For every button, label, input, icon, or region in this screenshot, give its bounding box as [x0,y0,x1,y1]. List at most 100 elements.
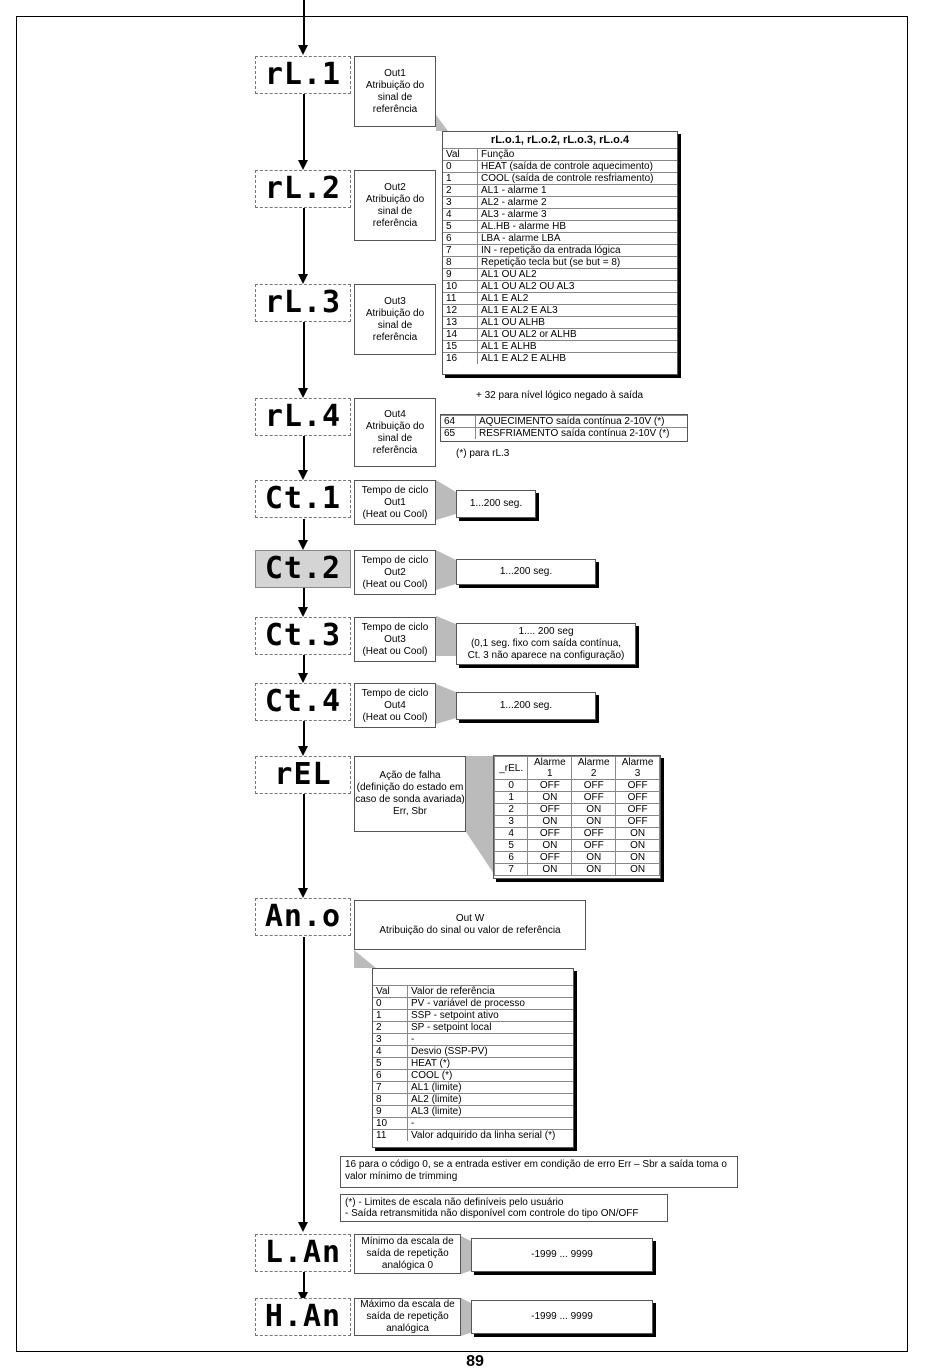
header-cell: Alarme 2 [571,756,617,780]
page-frame [16,16,908,1352]
table-cell: ON [615,851,660,864]
value-ct4: 1...200 seg. [456,692,596,720]
table-cell: 5 [373,1057,408,1070]
table-cell: 9 [443,268,478,281]
rlo-table-title: rL.o.1, rL.o.2, rL.o.3, rL.o.4 [490,134,630,146]
table-cell: 16 [443,352,478,364]
flow-arrow [298,540,308,550]
table-cell: OFF [571,827,617,840]
table-cell: 0 [373,997,408,1010]
table-cell: OFF [527,851,573,864]
table-header-row: Val Função [443,148,677,161]
flow-arrow [298,673,308,683]
table-cell: Repetição tecla but (se but = 8) [477,256,677,269]
table-cell: 3 [373,1033,408,1046]
flow-line [303,436,305,470]
table-cell: 64 [441,415,476,428]
display-rl4: rL.4 [255,398,351,436]
table-cell: AL1 OU AL2 OU AL3 [477,280,677,293]
table-cell: 6 [443,232,478,245]
flow-line [303,1272,305,1294]
flow-arrow [298,45,308,55]
table-row: 3- [373,1033,573,1046]
table-cell: HEAT (saída de controle aquecimento) [477,160,677,173]
table-cell: AL1 (limite) [407,1081,573,1094]
table-cell: ON [527,815,573,828]
label-ct2: Tempo de ciclo Out2 (Heat ou Cool) [354,550,436,595]
table-cell: 7 [373,1081,408,1094]
label-text: Out2 Atribuição do sinal de referência [365,181,425,229]
table-cell: SP - setpoint local [407,1021,573,1034]
flow-arrow [298,1222,308,1232]
connector-wedge [436,115,448,131]
table-cell: RESFRIAMENTO saída contínua 2-10V (*) [475,427,687,439]
table-cell: AL.HB - alarme HB [477,220,677,233]
table-cell: 1 [493,791,529,804]
table-cell: ON [571,851,617,864]
table-cell: AL1 E ALHB [477,340,677,353]
table-cell: - [407,1033,573,1046]
display-ct4: Ct.4 [255,683,351,721]
label-text: Out4 Atribuição do sinal de referência [365,408,425,456]
table-cell: 4 [443,208,478,221]
flow-line [303,208,305,276]
table-cell: OFF [527,779,573,792]
flow-arrow [298,746,308,756]
flow-arrow [298,470,308,480]
table-cell: 14 [443,328,478,341]
table-cell: 3 [493,815,529,828]
table-cell: AL2 (limite) [407,1093,573,1106]
label-rl4: Out4 Atribuição do sinal de referência [354,398,436,467]
table-cell: HEAT (*) [407,1057,573,1070]
table-cell: 2 [493,803,529,816]
label-text: Tempo de ciclo Out3 (Heat ou Cool) [361,621,429,657]
label-text: Máximo da escala de saída de repetição a… [360,1299,455,1334]
table-cell: 12 [443,304,478,317]
flow-line [303,794,305,888]
header-cell: Alarme 3 [615,756,660,780]
flow-arrow [298,160,308,170]
connector-wedge [436,616,456,656]
display-rel: rEL [255,756,351,794]
table-cell: OFF [571,779,617,792]
note-code16: 16 para o código 0, se a entrada estiver… [340,1156,738,1188]
table-cell: AL1 - alarme 1 [477,184,677,197]
connector-wedge [354,950,376,968]
label-text: Tempo de ciclo Out4 (Heat ou Cool) [361,687,429,723]
connector-wedge [436,684,456,724]
flow-line [303,94,305,162]
label-rl2: Out2 Atribuição do sinal de referência [354,170,436,241]
header-cell: Alarme 1 [527,756,573,780]
header-cell: Valor de referência [407,985,573,998]
page-number: 89 [466,1353,484,1370]
table-header-row: Val Valor de referência [373,985,573,998]
table-cell: OFF [527,827,573,840]
table-cell: OFF [615,791,660,804]
display-han: H.An [255,1298,351,1336]
display-ct3: Ct.3 [255,617,351,655]
table-cell: OFF [615,815,660,828]
connector-wedge [436,480,456,520]
value-lan: -1999 ... 9999 [471,1238,653,1272]
